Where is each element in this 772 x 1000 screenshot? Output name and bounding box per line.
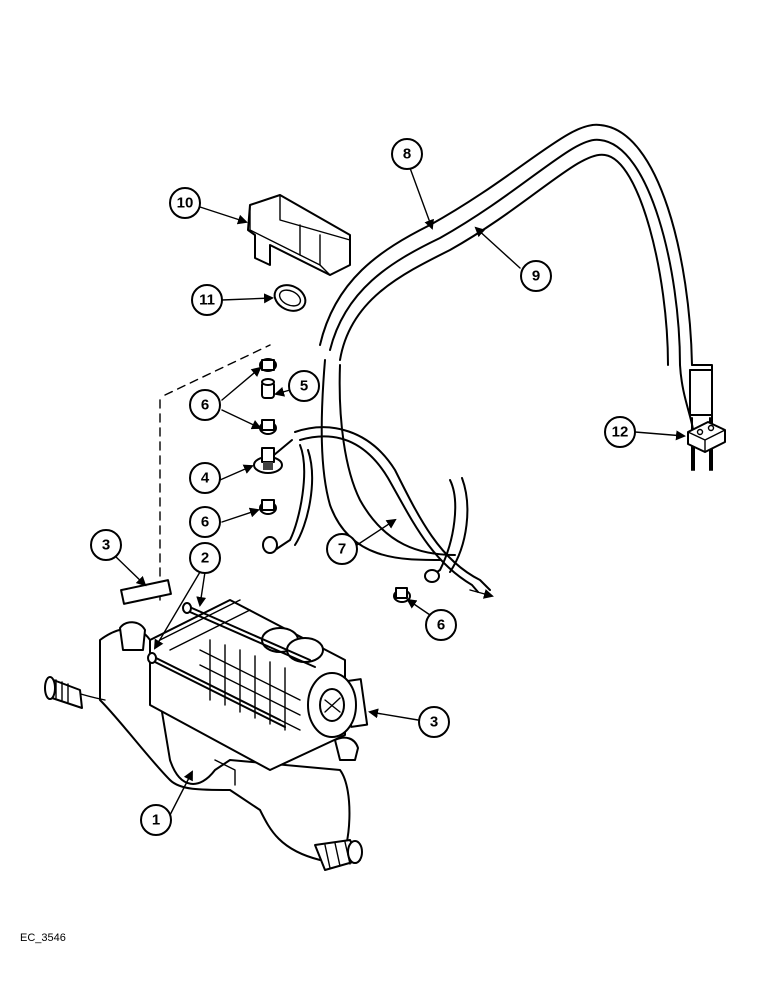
assembly-guide-lines (159, 344, 271, 601)
callout-5-label: 5 (300, 378, 308, 395)
blower-fan (149, 599, 357, 771)
leader-lines (114, 167, 686, 816)
callout-4-label: 4 (201, 470, 210, 487)
callout-6b: 6 (189, 506, 221, 538)
part-12-connector (687, 421, 726, 453)
callout-11-label: 11 (199, 292, 215, 309)
heater-housing-1 (44, 621, 363, 871)
sleeve-5 (261, 378, 275, 399)
callout-12-label: 12 (612, 424, 629, 441)
callout-3b-label: 3 (430, 714, 438, 731)
reference-code: EC_3546 (20, 932, 66, 944)
clamp-6-mid (259, 419, 277, 435)
valve-4 (253, 439, 293, 474)
callout-10: 10 (169, 187, 201, 219)
callout-12: 12 (604, 416, 636, 448)
callout-9-label: 9 (532, 268, 540, 285)
callout-6c: 6 (425, 609, 457, 641)
hose-assembly (319, 123, 713, 561)
callout-6a-label: 6 (201, 397, 209, 414)
callout-4: 4 (189, 462, 221, 494)
callout-8: 8 (391, 138, 423, 170)
callout-10-label: 10 (177, 195, 194, 212)
callout-2: 2 (189, 542, 221, 574)
callout-1: 1 (140, 804, 172, 836)
callout-7-label: 7 (338, 541, 346, 558)
tube-7 (262, 426, 491, 593)
pad-3-left (120, 579, 172, 605)
callout-3b: 3 (418, 706, 450, 738)
callout-8-label: 8 (403, 146, 411, 163)
callout-3a-label: 3 (102, 537, 110, 554)
rods-2 (147, 602, 316, 728)
clamp-6-top (259, 358, 277, 372)
clamp-6-right (393, 587, 411, 603)
callout-11: 11 (191, 284, 223, 316)
clamp-6-low (259, 499, 277, 515)
callout-6b-label: 6 (201, 514, 209, 531)
callout-3a: 3 (90, 529, 122, 561)
part-10-bracket (247, 194, 351, 276)
callout-7: 7 (326, 533, 358, 565)
callout-6a: 6 (189, 389, 221, 421)
callout-5: 5 (288, 370, 320, 402)
part-11-clip (273, 284, 307, 312)
callout-2-label: 2 (201, 550, 209, 567)
callout-1-label: 1 (152, 812, 160, 829)
callout-6c-label: 6 (437, 617, 445, 634)
callout-9: 9 (520, 260, 552, 292)
